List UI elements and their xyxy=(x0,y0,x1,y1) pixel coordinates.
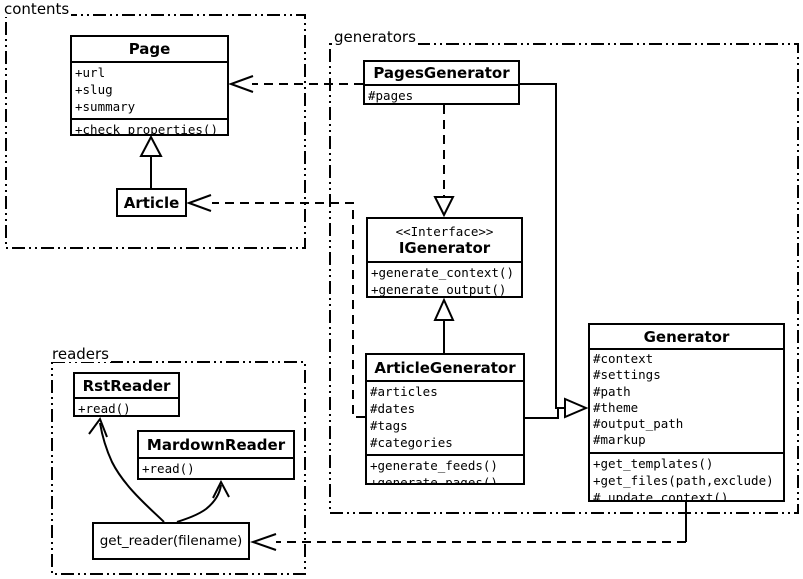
class-title-articlegenerator: ArticleGenerator xyxy=(367,355,523,382)
class-mardownreader: MardownReader +read() xyxy=(137,430,295,480)
class-page: Page +url +slug +summary +check_properties… xyxy=(70,35,229,136)
class-title-mardownreader: MardownReader xyxy=(139,432,293,459)
attribute: #pages xyxy=(368,88,414,103)
class-attributes-page: +url +slug +summary xyxy=(72,63,227,120)
attribute: #categories xyxy=(370,435,453,450)
attribute: #settings xyxy=(593,367,661,383)
method: +read() xyxy=(142,461,195,476)
open-arrowhead-mardownreader xyxy=(212,479,230,499)
method: +check_properties() xyxy=(75,122,218,134)
class-pagesgenerator: PagesGenerator #pages xyxy=(363,60,520,105)
class-attributes-pagesgenerator: #pages xyxy=(365,86,518,103)
class-title-igenerator-name: IGenerator xyxy=(398,238,491,257)
class-methods-igenerator: +generate_context() +generate_output() xyxy=(368,263,521,296)
method: +generate_context() xyxy=(371,265,514,280)
open-arrowhead-getreader xyxy=(249,533,277,551)
open-arrowhead-page xyxy=(228,75,254,93)
package-contents-border xyxy=(5,14,306,249)
class-article: Article xyxy=(116,188,187,217)
package-readers-border xyxy=(51,361,306,575)
class-methods-rstreader: +read() xyxy=(75,399,178,415)
class-title-article: Article xyxy=(123,193,180,212)
method: +generate_feeds() xyxy=(370,458,498,473)
function-get-reader: get_reader(filename) xyxy=(92,522,250,560)
package-generators-border xyxy=(329,43,799,514)
package-label-contents: contents xyxy=(2,0,72,18)
method: #_update_context() xyxy=(593,490,729,500)
inheritance-triangle-igenerator xyxy=(433,297,455,321)
attribute: #context xyxy=(593,351,654,366)
inheritance-triangle-generator xyxy=(564,397,589,419)
class-rstreader: RstReader +read() xyxy=(73,372,180,417)
class-igenerator: <<Interface>> IGenerator +generate_conte… xyxy=(366,217,523,298)
class-title-rstreader: RstReader xyxy=(75,374,178,399)
attribute: #theme xyxy=(593,399,639,415)
edge-getreader-to-rstreader xyxy=(99,422,165,523)
class-methods-mardownreader: +read() xyxy=(139,459,293,478)
class-methods-articlegenerator: +generate_feeds() +generate_pages() xyxy=(367,456,523,483)
attribute: #markup xyxy=(593,432,646,448)
inheritance-triangle-page xyxy=(139,134,163,157)
attribute: #path xyxy=(593,383,631,399)
class-attributes-articlegenerator: #articles #dates #tags #categories xyxy=(367,382,523,456)
class-title-generator: Generator xyxy=(590,325,783,350)
method: +get_templates() xyxy=(593,456,714,471)
attribute: +slug xyxy=(75,82,113,97)
package-label-generators: generators xyxy=(332,28,418,46)
open-arrowhead-article xyxy=(186,194,212,212)
class-attributes-generator: #context#settings#path#theme#output_path… xyxy=(590,350,783,454)
class-title-page: Page xyxy=(72,37,227,63)
edge-pagesgenerator-to-generator xyxy=(520,83,566,409)
method: +read() xyxy=(78,401,131,415)
edge-articlegenerator-to-generator xyxy=(525,408,559,419)
method: +get_files(path,exclude) xyxy=(593,473,774,488)
edge-getreader-to-mardownreader xyxy=(176,484,222,523)
edge-articlegenerator-to-article xyxy=(212,202,365,418)
class-generator: Generator #context#settings#path#theme#o… xyxy=(588,323,785,502)
open-arrowhead-rstreader xyxy=(88,416,108,438)
attribute: #tags xyxy=(370,418,408,433)
function-get-reader-label: get_reader(filename) xyxy=(99,533,243,549)
attribute: +url xyxy=(75,65,106,80)
attribute: #output_path xyxy=(593,416,684,432)
package-label-readers: readers xyxy=(50,345,111,363)
attribute: #articles xyxy=(370,384,438,399)
attribute: +summary xyxy=(75,99,136,114)
class-methods-generator: +get_templates() +get_files(path,exclude)… xyxy=(590,454,783,500)
realization-triangle-igenerator xyxy=(433,196,455,218)
class-articlegenerator: ArticleGenerator #articles #dates #tags #ca… xyxy=(365,353,525,485)
method: +generate_pages() xyxy=(370,475,498,483)
class-title-pagesgenerator: PagesGenerator xyxy=(365,62,518,86)
attribute: #dates xyxy=(370,401,416,416)
class-methods-page: +check_properties() xyxy=(72,120,227,134)
class-title-igenerator: <<Interface>> IGenerator xyxy=(368,219,521,263)
interface-stereotype: <<Interface>> xyxy=(395,223,494,239)
method: +generate_output() xyxy=(371,282,507,296)
